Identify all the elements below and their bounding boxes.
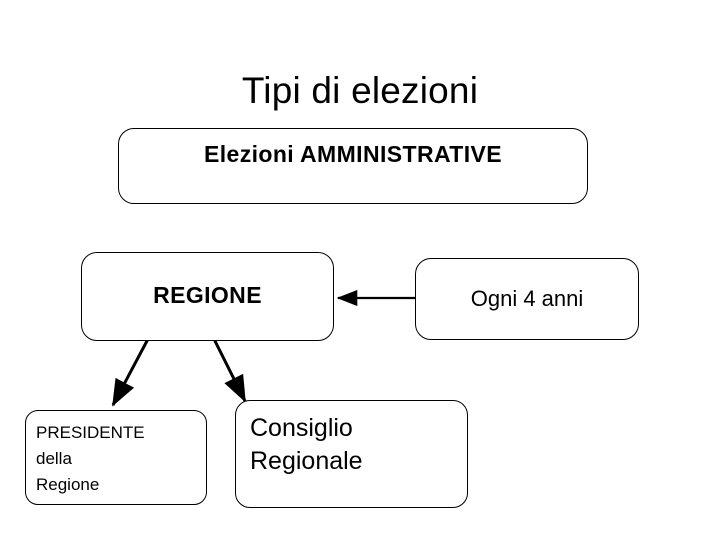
page-title: Tipi di elezioni <box>241 69 479 111</box>
node-elezioni-amministrative[interactable]: Elezioni AMMINISTRATIVE <box>118 128 588 204</box>
node-ogni-4-anni[interactable]: Ogni 4 anni <box>415 258 639 340</box>
connector-regione-to-presidente <box>111 338 150 407</box>
node-label: PRESIDENTE della Regione <box>36 423 145 494</box>
node-label: Ogni 4 anni <box>470 286 584 311</box>
node-consiglio-regionale[interactable]: Consiglio Regionale <box>235 400 468 508</box>
connector-regione-to-consiglio <box>209 332 247 403</box>
node-regione[interactable]: REGIONE <box>81 252 334 341</box>
node-presidente-della-regione[interactable]: PRESIDENTE della Regione <box>25 410 207 505</box>
node-label: Consiglio Regionale <box>250 414 363 475</box>
node-label: Elezioni AMMINISTRATIVE <box>204 141 502 167</box>
node-label: REGIONE <box>153 282 262 308</box>
